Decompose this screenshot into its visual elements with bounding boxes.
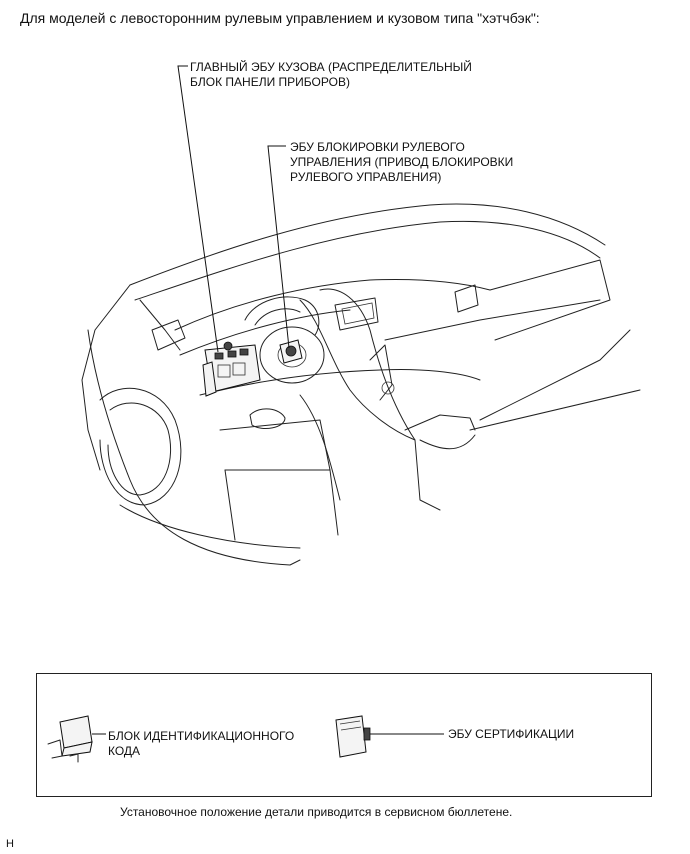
windshield-lower <box>134 220 601 301</box>
dashboard-lower <box>199 368 481 396</box>
label-main-body-ecu: ГЛАВНЫЙ ЭБУ КУЗОВА (РАСПРЕДЕЛИТЕЛЬНЫЙ БЛ… <box>190 60 472 89</box>
center-display <box>334 297 379 331</box>
dashboard-top <box>174 278 491 331</box>
side-mirror <box>151 319 186 351</box>
door-outline <box>87 329 301 566</box>
console-box <box>404 414 476 431</box>
steering-lock-ecu-drawing <box>279 339 303 364</box>
leader-main-body-ecu <box>177 65 219 353</box>
page-title: Для моделей с левосторонним рулевым упра… <box>20 10 540 26</box>
gear-shifter <box>369 344 393 401</box>
main-body-ecu-drawing <box>202 341 261 397</box>
label-id-code-box: БЛОК ИДЕНТИФИКАЦИОННОГО КОДА <box>108 729 295 758</box>
instrument-hood <box>244 296 320 336</box>
certification-ecu-drawing <box>335 715 371 758</box>
steering-wheel <box>259 326 325 384</box>
right-vent <box>454 284 479 313</box>
leader-steering-lock-ecu <box>267 145 290 349</box>
footnote: Установочное положение детали приводится… <box>120 805 513 819</box>
legend-box <box>36 673 652 797</box>
label-certification-ecu: ЭБУ СЕРТИФИКАЦИИ <box>448 727 575 741</box>
center-stack <box>319 288 416 441</box>
a-pillar <box>81 284 131 471</box>
roof-line <box>129 203 606 286</box>
wheel-arch <box>99 387 182 506</box>
label-steering-lock-ecu: ЭБУ БЛОКИРОВКИ РУЛЕВОГО УПРАВЛЕНИЯ (ПРИВ… <box>290 140 514 184</box>
figure-code: H <box>6 838 14 850</box>
id-code-box-drawing <box>47 715 93 763</box>
